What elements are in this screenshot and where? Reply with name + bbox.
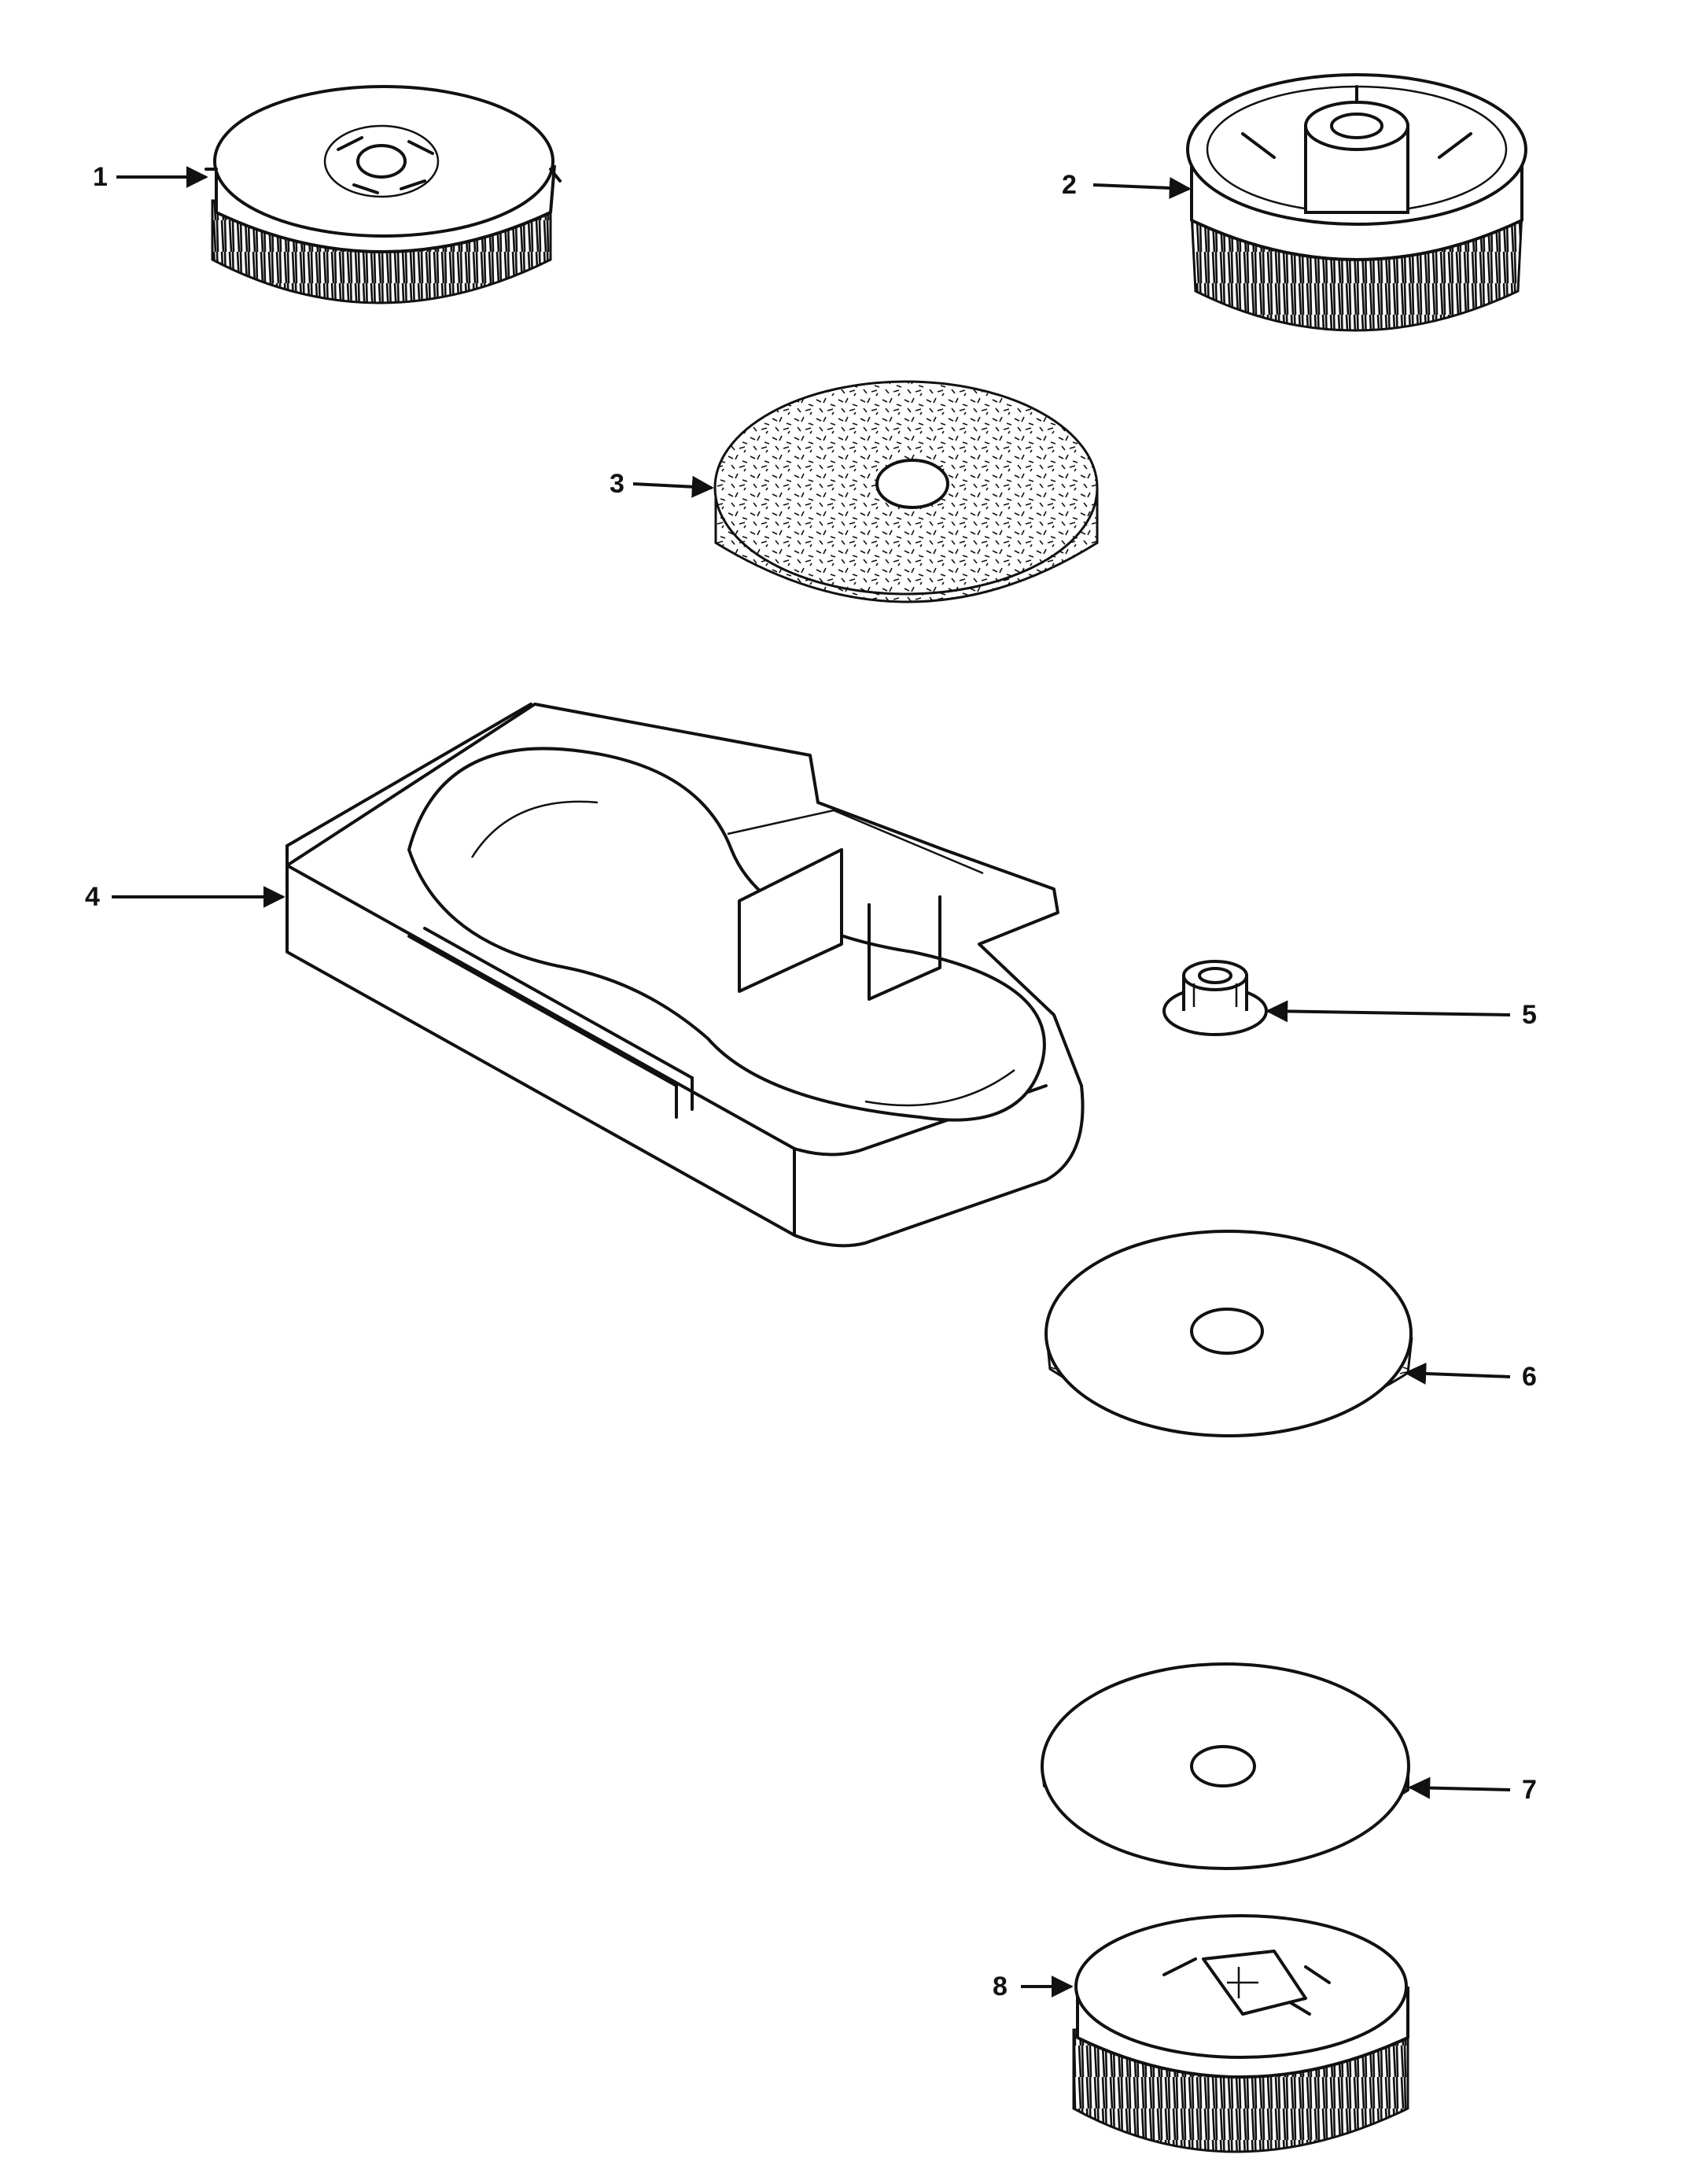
callout-3: 3 xyxy=(610,469,624,499)
part-2-brush-open-hub xyxy=(1186,73,1527,332)
part-6-polishing-pad xyxy=(1044,1230,1413,1437)
callout-4: 4 xyxy=(85,882,100,912)
part-7-pad-holder-disc xyxy=(1041,1662,1410,1870)
leader-6 xyxy=(1404,1362,1511,1385)
leader-2 xyxy=(1092,176,1192,199)
part-1-brush-assembly xyxy=(204,85,562,304)
leader-7 xyxy=(1408,1776,1511,1799)
part-5-drive-hub xyxy=(1162,960,1268,1036)
leader-5 xyxy=(1265,1000,1511,1023)
part-3-abrasive-pad xyxy=(713,380,1099,603)
callout-8: 8 xyxy=(993,1972,1008,2001)
callout-7: 7 xyxy=(1522,1775,1537,1805)
part-8-brush-assembly-bottom xyxy=(1072,1914,1409,2153)
callout-1: 1 xyxy=(93,162,108,192)
part-4-storage-tray xyxy=(286,703,1085,1248)
leader-3 xyxy=(632,475,714,498)
callout-5: 5 xyxy=(1522,1000,1537,1030)
callout-2: 2 xyxy=(1062,170,1077,200)
callout-6: 6 xyxy=(1522,1362,1537,1392)
leader-lines xyxy=(112,166,1511,1998)
